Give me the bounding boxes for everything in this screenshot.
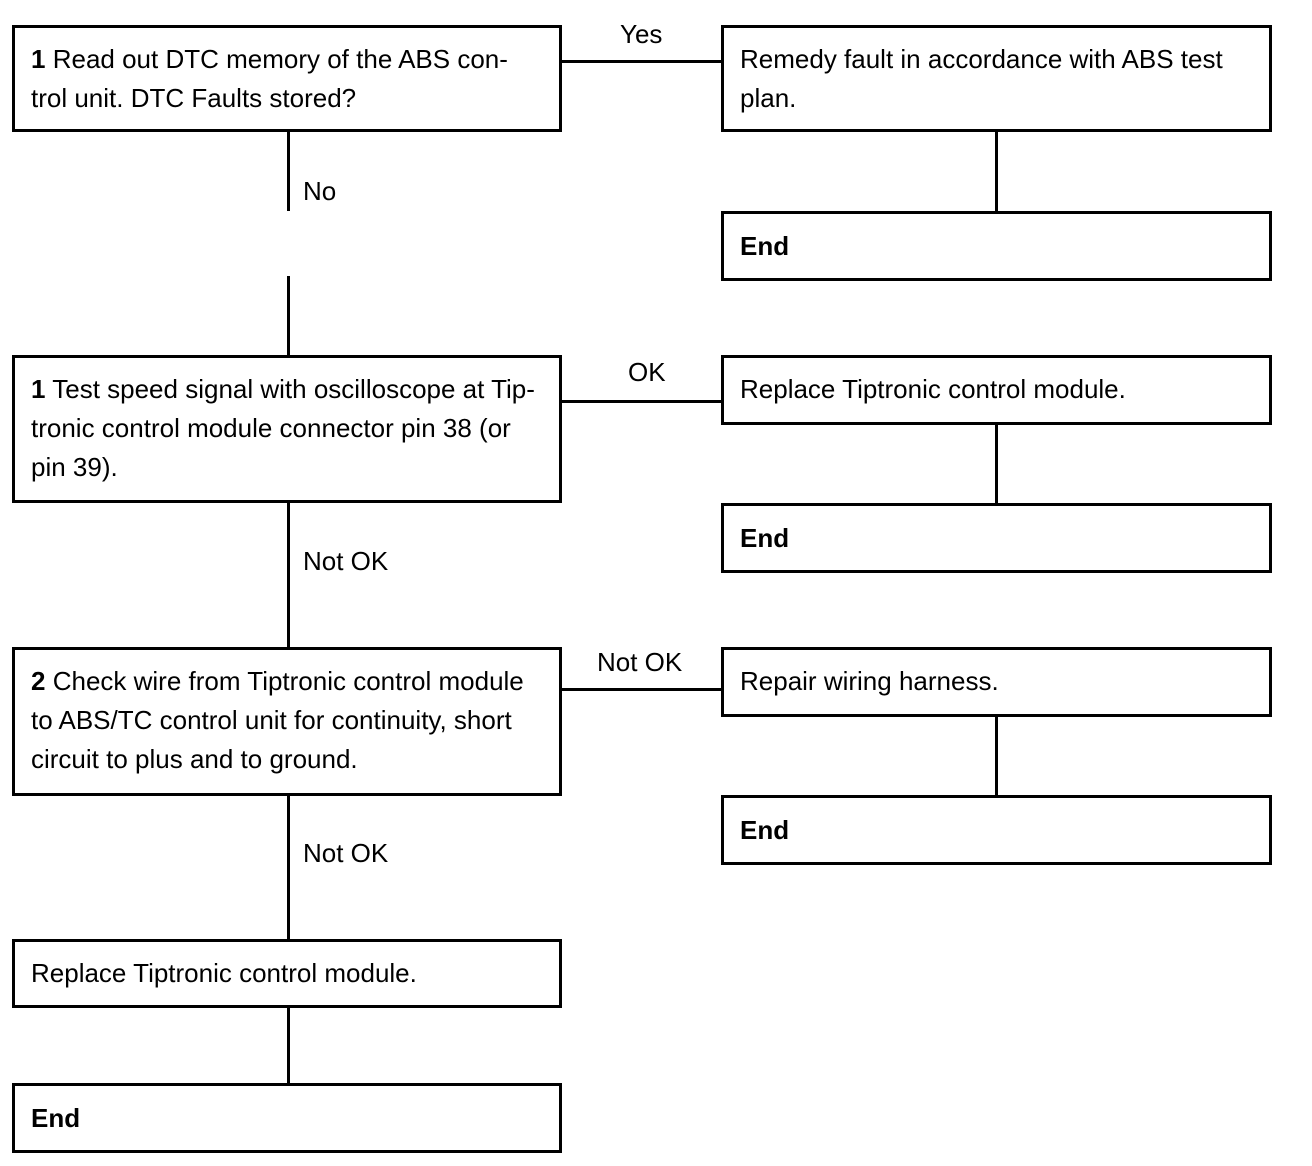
- step-number: 2: [31, 666, 46, 696]
- connector-not-ok-right-line: [562, 688, 721, 691]
- end-box-right-2: End: [721, 503, 1272, 573]
- end-box-right-1: End: [721, 211, 1272, 281]
- connector-replace-end-left-line: [287, 1008, 290, 1083]
- label-yes: Yes: [620, 19, 663, 49]
- step-2-check-wire-box: 2 Check wire from Tiptronic control modu…: [12, 647, 562, 796]
- end-text: End: [740, 230, 790, 261]
- connector-yes-line: [562, 60, 721, 63]
- connector-no-line-bottom: [287, 276, 290, 355]
- step-text: Read out DTC memory of the ABS con-trol …: [31, 44, 508, 113]
- action-text: Replace Tiptronic control module.: [31, 958, 417, 988]
- repair-harness-box: Repair wiring harness.: [721, 647, 1272, 717]
- step-text: Test speed signal with oscilloscope at T…: [31, 374, 535, 482]
- end-box-right-3: End: [721, 795, 1272, 865]
- label-not-ok-2: Not OK: [597, 647, 683, 677]
- step-1-test-speed-signal-box: 1 Test speed signal with oscilloscope at…: [12, 355, 562, 503]
- connector-repair-end-line: [995, 717, 998, 795]
- connector-no-line-top: [287, 132, 290, 211]
- end-text: End: [31, 1102, 81, 1133]
- replace-module-box-left: Replace Tiptronic control module.: [12, 939, 562, 1008]
- end-box-left: End: [12, 1083, 562, 1153]
- end-text: End: [740, 522, 790, 553]
- end-text: End: [740, 814, 790, 845]
- connector-not-ok-line-1: [287, 503, 290, 647]
- remedy-fault-box: Remedy fault in accordance with ABS test…: [721, 25, 1272, 132]
- step-number: 1: [31, 44, 46, 74]
- action-text: Repair wiring harness.: [740, 666, 999, 696]
- action-text: Remedy fault in accordance with ABS test…: [740, 44, 1223, 113]
- label-no: No: [303, 176, 337, 206]
- label-ok: OK: [628, 357, 666, 387]
- label-not-ok-3: Not OK: [303, 838, 389, 868]
- step-number: 1: [31, 374, 46, 404]
- connector-replace-end-line: [995, 425, 998, 503]
- connector-ok-line: [562, 400, 721, 403]
- step-text: Check wire from Tiptronic control module…: [31, 666, 524, 774]
- connector-not-ok-line-2: [287, 796, 290, 939]
- action-text: Replace Tiptronic control module.: [740, 374, 1126, 404]
- label-not-ok-1: Not OK: [303, 546, 389, 576]
- replace-module-box-right: Replace Tiptronic control module.: [721, 355, 1272, 425]
- step-1-read-dtc-box: 1 Read out DTC memory of the ABS con-tro…: [12, 25, 562, 132]
- connector-remedy-end-line: [995, 132, 998, 211]
